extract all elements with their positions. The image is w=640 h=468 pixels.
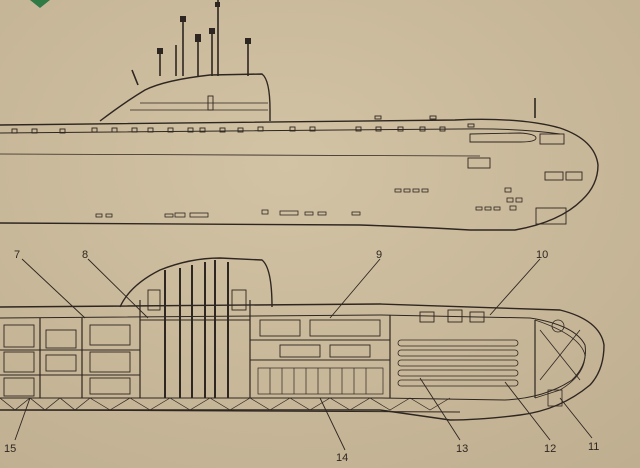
cutaway-section-view [0, 257, 605, 421]
battery-racks [257, 367, 384, 395]
callout-9: 9 [376, 249, 382, 261]
callout-8: 8 [82, 249, 88, 261]
cutaway-masts [164, 260, 229, 398]
callout-leaders [14, 258, 593, 451]
callout-10: 10 [536, 249, 548, 261]
callout-11: 11 [588, 441, 599, 453]
cutaway-sail [119, 257, 273, 308]
deck-hatches [11, 95, 475, 134]
callout-12: 12 [544, 443, 556, 455]
cutaway-hull-outline [0, 303, 605, 421]
torpedo-tubes [397, 339, 519, 387]
side-elevation-view [0, 0, 599, 231]
bulkheads [39, 300, 536, 398]
callout-7: 7 [14, 249, 20, 261]
equipment-blocks [3, 289, 485, 397]
callout-14: 14 [336, 452, 348, 464]
sail-outline [99, 73, 271, 122]
publisher-logo [30, 0, 50, 8]
keel-truss [0, 397, 451, 411]
bow-sonar [534, 319, 586, 407]
callout-15: 15 [4, 443, 16, 455]
upper-hull-outline [0, 118, 599, 231]
callout-13: 13 [456, 443, 468, 455]
